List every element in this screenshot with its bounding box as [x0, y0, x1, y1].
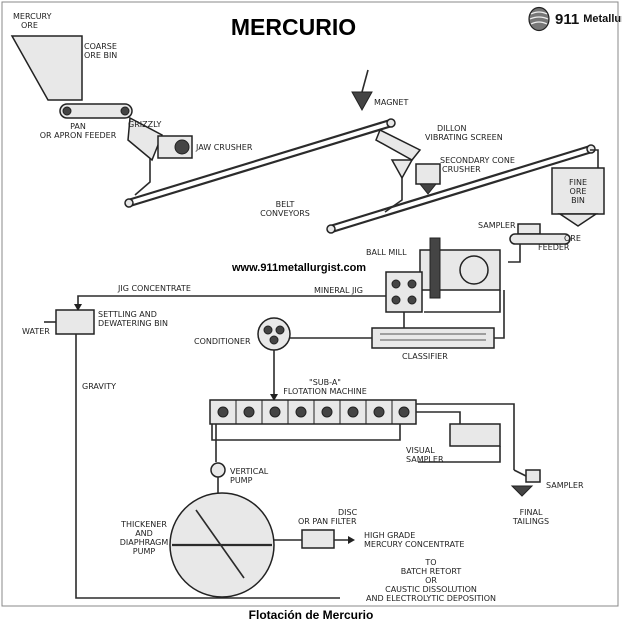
belt1-pulley-tail	[124, 198, 134, 208]
label-sampler-bottom: SAMPLER	[546, 481, 584, 490]
title-box: MERCURIO	[206, 8, 381, 46]
conditioner-impeller-3	[269, 335, 279, 345]
feeder-roller-left	[62, 106, 72, 116]
brand-number: 911	[555, 10, 580, 28]
flotation-cell-8	[398, 406, 410, 418]
final-tailings-hopper	[510, 485, 534, 497]
label-magnet: MAGNET	[374, 98, 409, 107]
feeder-roller-right	[120, 106, 130, 116]
brand-logo-block: 911 Metallurgist	[527, 6, 622, 32]
flow-belt2-to-bin	[590, 149, 599, 168]
label-jig-concentrate: JIG CONCENTRATE	[118, 284, 191, 293]
ball-mill-shell	[459, 255, 489, 285]
belt1-pulley-head	[386, 118, 396, 128]
brand-name: Metallurgist	[583, 13, 622, 25]
flow-tailings	[416, 403, 515, 470]
settling-bin	[55, 309, 95, 335]
figure-caption: Flotación de Mercurio	[248, 608, 374, 622]
label-flotation: "SUB-A"FLOTATION MACHINE	[283, 378, 367, 396]
pan-feeder	[59, 103, 133, 119]
belt2-pulley-tail	[326, 224, 336, 234]
page-title: MERCURIO	[230, 13, 357, 40]
flotation-cell-2	[243, 406, 255, 418]
flow-feeder-to-mill	[508, 244, 521, 263]
flotation-cell-7	[373, 406, 385, 418]
fine-bin-hopper	[557, 213, 599, 227]
label-gravity: GRAVITY	[82, 382, 116, 391]
screen-hopper	[390, 159, 414, 180]
flow-to-sampler	[513, 469, 527, 477]
flow-flotation-to-visual	[416, 411, 461, 424]
frame-border	[1, 1, 619, 607]
jig-cell-3	[391, 295, 401, 305]
flotation-cell-6	[347, 406, 359, 418]
cone-crusher-base	[418, 183, 438, 195]
label-mineral-jig: MINERAL JIG	[314, 286, 363, 295]
coarse-ore-bin	[10, 35, 83, 101]
arrow-jig-concentrate	[74, 304, 82, 311]
flow-gravity	[75, 334, 340, 599]
belt-conveyor-1	[127, 118, 391, 202]
flotation-launder	[211, 424, 401, 441]
flotation-cell-4	[295, 406, 307, 418]
belt-conveyor-2-return	[331, 150, 593, 234]
label-classifier: CLASSIFIER	[402, 352, 448, 361]
ball-mill-gear	[429, 237, 441, 299]
flowsheet-diagram	[1, 1, 619, 607]
flotation-cell-1	[217, 406, 229, 418]
arrow-to-concentrate	[348, 536, 355, 544]
belt-conveyor-2	[329, 144, 591, 228]
visual-sampler	[449, 423, 501, 447]
jig-cell-2	[407, 279, 417, 289]
label-sampler-top: SAMPLER	[478, 221, 516, 230]
jig-cell-1	[391, 279, 401, 289]
jaw-crusher-flywheel	[174, 139, 190, 155]
conditioner-impeller-1	[263, 325, 273, 335]
flow-mill-to-jig	[424, 290, 501, 313]
flotation-cell-dividers	[235, 400, 393, 424]
flow-visual-return	[418, 446, 501, 463]
conditioner-impeller-2	[275, 325, 285, 335]
jig-cell-4	[407, 295, 417, 305]
ore-feeder	[509, 233, 571, 245]
grizzly	[127, 116, 163, 162]
belt-conveyor-1-return	[129, 124, 393, 208]
label-grizzly: GRIZZLY	[128, 120, 162, 129]
magnet-leader	[361, 69, 369, 93]
label-water: WATER	[22, 327, 50, 336]
flow-classifier-return	[494, 290, 505, 339]
globe-logo-icon	[528, 6, 550, 32]
label-jaw-crusher: JAW CRUSHER	[196, 143, 253, 152]
flow-screen-to-belt2	[384, 178, 403, 213]
thickener-feed-well	[195, 509, 245, 579]
flotation-cell-5	[321, 406, 333, 418]
belt2-pulley-head	[586, 144, 596, 154]
flow-jaw-to-belt	[134, 158, 151, 196]
label-conditioner: CONDITIONER	[194, 337, 251, 346]
arrow-to-flotation	[270, 394, 278, 401]
flotation-cell-3	[269, 406, 281, 418]
disc-filter	[301, 529, 335, 549]
classifier-rakes	[380, 333, 486, 341]
website-url: www.911metallurgist.com	[232, 262, 367, 274]
label-ball-mill: BALL MILL	[366, 248, 407, 257]
